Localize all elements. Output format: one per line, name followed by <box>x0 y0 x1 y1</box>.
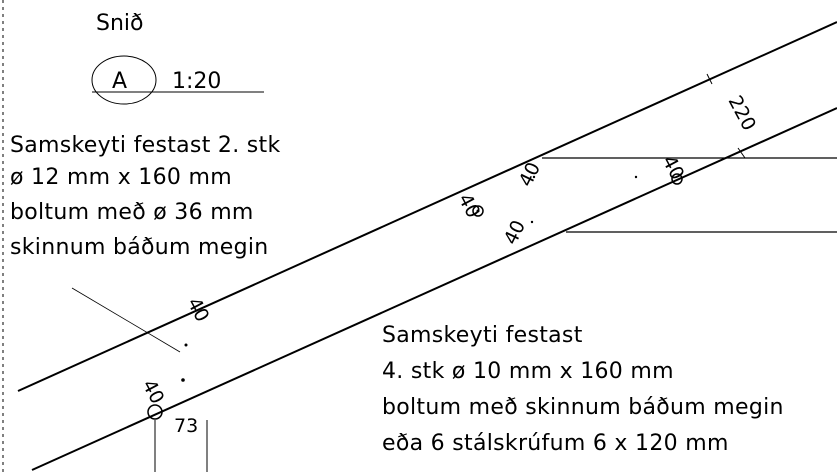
leader-line-diagonal <box>71 287 181 353</box>
note-bottom-line-3: boltum með skinnum báðum megin <box>382 395 784 420</box>
note-top-line-4: skinnum báðum megin <box>10 235 269 260</box>
note-top-line-1: Samskeyti festast 2. stk <box>10 133 281 158</box>
screw-dot-4 <box>634 175 638 179</box>
bolt-dot-upper <box>476 209 480 213</box>
tick-mark-2 <box>737 147 746 159</box>
dimension-edge-5: 40 <box>183 294 214 326</box>
dimension-edge-3: 40 <box>500 217 530 248</box>
section-marker-ellipse <box>91 55 157 105</box>
screw-dot-5 <box>530 220 534 224</box>
dimension-edge-4: 40 <box>454 190 485 222</box>
screw-dot-2 <box>184 343 188 347</box>
dimension-edge-1: 40 <box>515 159 545 190</box>
note-top: Samskeyti festast 2. stk ø 12 mm x 160 m… <box>10 133 281 260</box>
dimension-edge-6: 40 <box>138 376 169 408</box>
note-bottom-line-2: 4. stk ø 10 mm x 160 mm <box>382 359 674 384</box>
beam-top-edge <box>17 21 837 392</box>
section-title: Snið <box>96 11 143 36</box>
screw-dot-1 <box>181 378 185 382</box>
dimension-beam-depth: 220 <box>724 92 760 134</box>
screw-dot-3 <box>532 175 536 179</box>
section-marker-letter: A <box>112 69 127 94</box>
note-bottom-line-4: eða 6 stálskrúfum 6 x 120 mm <box>382 431 729 456</box>
note-top-line-3: boltum með ø 36 mm <box>10 200 254 225</box>
dimension-edge-2: 40 <box>658 152 689 184</box>
beam-bottom-edge <box>31 107 837 471</box>
tick-mark-1 <box>706 73 713 85</box>
note-bottom-line-1: Samskeyti festast <box>382 323 583 348</box>
note-bottom: Samskeyti festast 4. stk ø 10 mm x 160 m… <box>382 323 784 456</box>
bolt-circle-upper <box>472 205 484 217</box>
dimension-bottom: 73 <box>174 415 198 437</box>
section-scale: 1:20 <box>172 69 221 94</box>
bolt-circle-right <box>671 173 683 185</box>
bolt-circle-lower <box>147 404 163 420</box>
note-top-line-2: ø 12 mm x 160 mm <box>10 165 232 190</box>
